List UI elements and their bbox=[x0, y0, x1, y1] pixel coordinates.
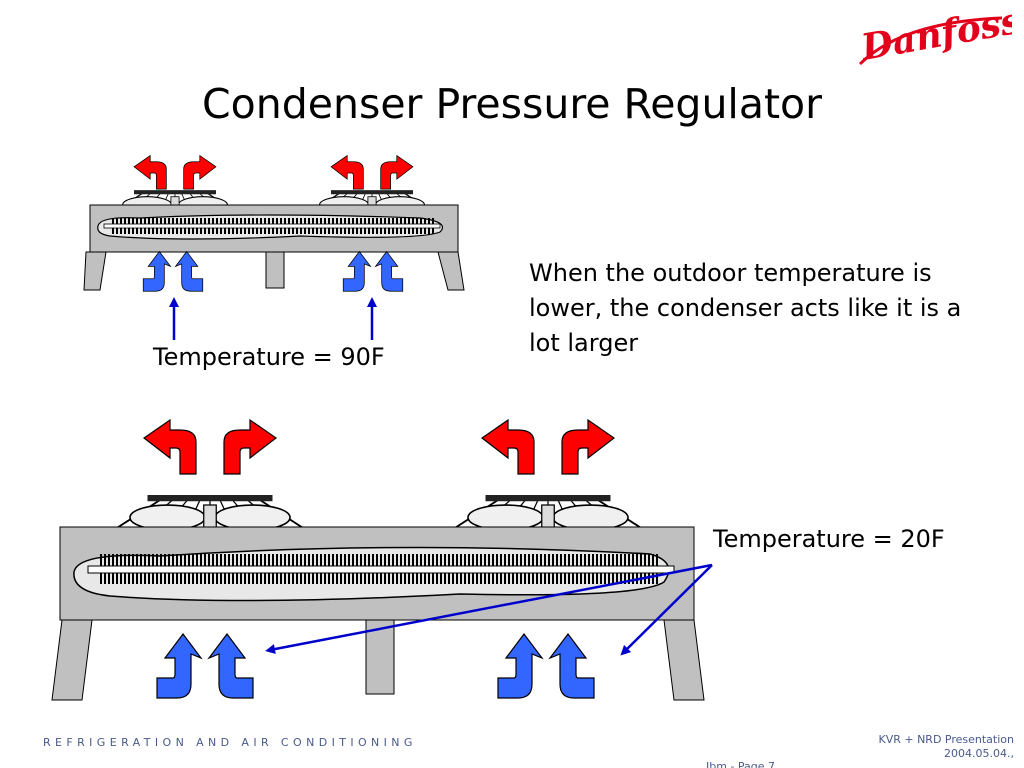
footer-presentation-info: KVR + NRD Presentation 2004.05.04., bbox=[878, 733, 1014, 761]
small-hot-air-arrows bbox=[133, 155, 414, 190]
footer-page-number: Jbm - Page 7 bbox=[706, 760, 776, 768]
temperature-90f-label: Temperature = 90F bbox=[153, 343, 385, 371]
large-condenser bbox=[51, 494, 705, 701]
small-pointer-arrows bbox=[169, 297, 377, 340]
explanation-text: When the outdoor temperature is lower, t… bbox=[529, 259, 962, 357]
slide-title: Condenser Pressure Regulator bbox=[202, 80, 822, 128]
danfoss-logo: Danfoss bbox=[857, 14, 1012, 69]
large-hot-air-arrows bbox=[143, 419, 615, 475]
large-pointer-arrows bbox=[265, 563, 713, 656]
small-condenser bbox=[83, 189, 465, 291]
footer-company-line: REFRIGERATION AND AIR CONDITIONING bbox=[43, 736, 417, 749]
footer-date: 2004.05.04., bbox=[944, 747, 1014, 760]
footer-presentation-title: KVR + NRD Presentation bbox=[878, 733, 1014, 746]
temperature-20f-label: Temperature = 20F bbox=[713, 525, 945, 553]
